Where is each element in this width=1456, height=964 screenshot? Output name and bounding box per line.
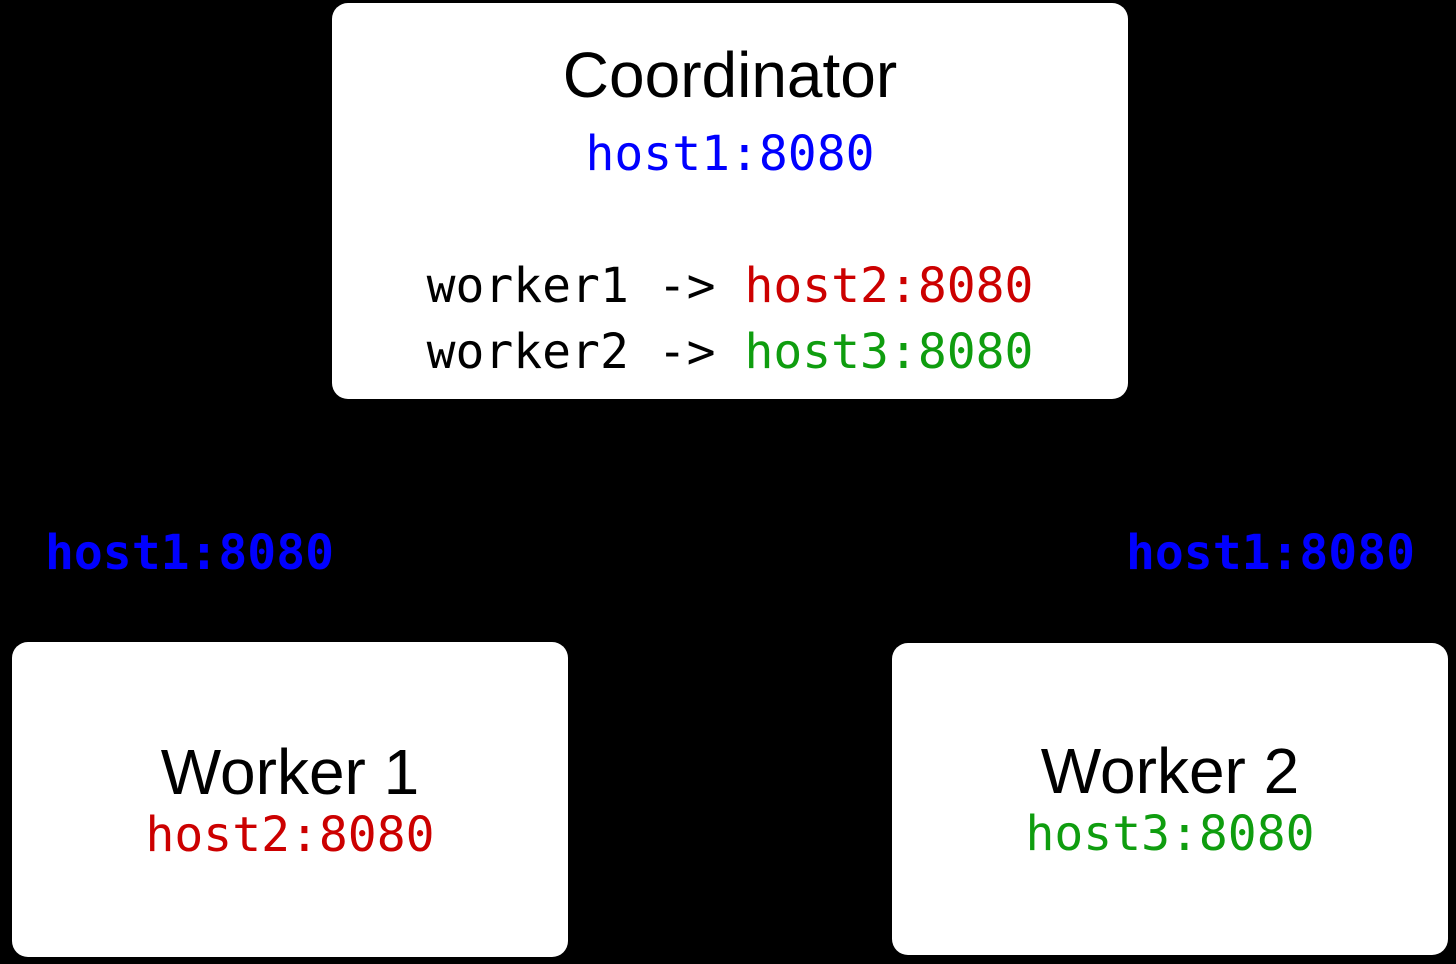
worker1-title: Worker 1: [160, 735, 420, 808]
coordinator-details: host1:8080 worker1 -> host2:8080 worker2…: [332, 121, 1128, 385]
mapping-source: worker1 ->: [426, 258, 745, 314]
worker2-title: Worker 2: [1040, 735, 1300, 807]
mapping-target: host3:8080: [744, 324, 1034, 380]
edge-label-worker1-coordinator: host1:8080: [45, 525, 334, 581]
worker1-address: host2:8080: [145, 806, 435, 863]
coordinator-title: Coordinator: [562, 39, 898, 111]
worker-mapping-line: worker2 -> host3:8080: [332, 319, 1128, 385]
mapping-target: host2:8080: [744, 258, 1034, 314]
coordinator-node: Coordinator host1:8080 worker1 -> host2:…: [332, 3, 1128, 399]
worker1-node: Worker 1 host2:8080: [12, 642, 568, 957]
worker-mapping-line: worker1 -> host2:8080: [332, 253, 1128, 319]
worker2-node: Worker 2 host3:8080: [892, 643, 1448, 955]
blank-line: [332, 187, 1128, 253]
mapping-source: worker2 ->: [426, 324, 745, 380]
coordinator-address: host1:8080: [585, 126, 875, 182]
edge-label-worker2-coordinator: host1:8080: [1126, 525, 1415, 581]
worker2-address: host3:8080: [1025, 806, 1315, 862]
